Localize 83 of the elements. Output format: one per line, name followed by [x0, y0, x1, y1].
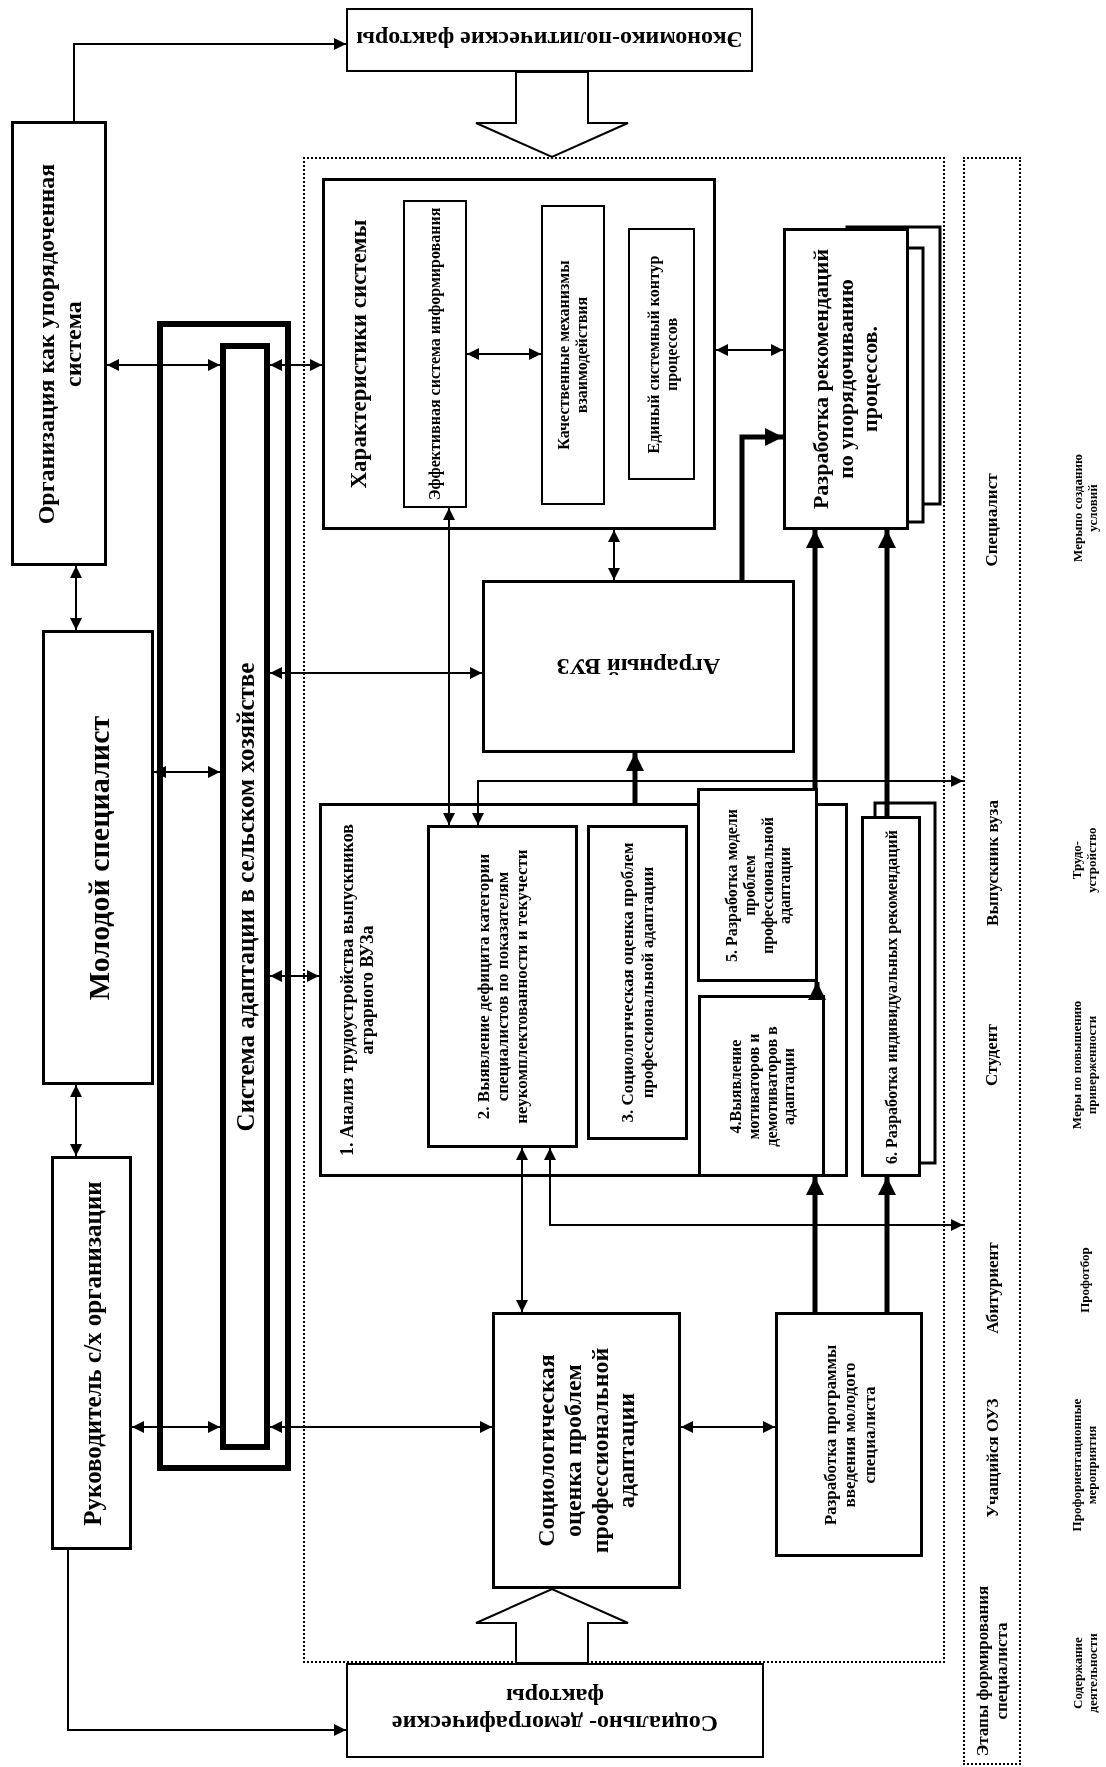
box-label: Эффективная система информирования [426, 207, 444, 501]
box-label: Качественные механизмы взаимодействия [555, 259, 591, 452]
process-box [492, 1312, 681, 1589]
box-label: 4.Выявление мотиваторов и демотиваторов в адаптации [725, 1024, 798, 1149]
box-label: Система адаптации в сельском хозяйстве [231, 662, 259, 1131]
system-boundary [303, 157, 945, 1663]
double-arrow [70, 565, 82, 631]
box-label: Руководитель с/х организации [77, 1180, 106, 1526]
step-box [587, 825, 688, 1140]
box-label: 6. Разработка индивидуальных рекомендаций [882, 829, 900, 1164]
measure-label: Профотбор [1077, 1247, 1093, 1313]
arrow [806, 530, 824, 788]
factor-box [346, 8, 753, 72]
measure-label: Профориентационные мероприятия [1070, 1397, 1100, 1534]
entity-box [42, 630, 154, 1085]
double-arrow [70, 1084, 82, 1157]
arrow [73, 38, 347, 122]
arrow [878, 530, 896, 816]
stage-label: Студент [982, 1024, 1002, 1086]
arrow [626, 753, 644, 803]
double-arrow [516, 1147, 528, 1313]
measure-label: Мерыпо созданию условий [1070, 452, 1100, 564]
factor-box [346, 1663, 764, 1758]
double-arrow [269, 667, 483, 679]
stage-column [963, 157, 1021, 1765]
block-arrow [475, 1587, 629, 1664]
stage-label: Специалист [982, 473, 1002, 567]
box-label: 1. Анализ трудоустройства выпускников аграрного ВУЗа [336, 823, 378, 1158]
arrow [878, 1177, 896, 1312]
entity-box [51, 1156, 132, 1550]
double-arrow [131, 1421, 221, 1433]
double-arrow [472, 775, 964, 826]
institution-box [482, 580, 795, 753]
step-box [427, 825, 578, 1148]
arrow [67, 1549, 347, 1736]
measure-label: Содержание деятельности [1070, 1631, 1100, 1715]
box-label: Разработка программы введения молодого специалиста [820, 1343, 878, 1527]
box-label: Организация как упорядоченная система [32, 162, 86, 526]
box-label: 5. Разработка модели проблем профессиональной адаптации [721, 807, 794, 964]
step-box [698, 995, 825, 1177]
group-box [322, 178, 716, 530]
box-label: Молодой специалист [81, 715, 115, 1000]
double-arrow [608, 529, 620, 581]
double-arrow [544, 1147, 964, 1231]
stage-label: Абитуриент [982, 1241, 1002, 1334]
double-arrow [269, 970, 320, 982]
double-arrow [153, 766, 221, 778]
process-box [775, 1312, 923, 1557]
entity-box [11, 121, 107, 566]
thick-frame [157, 321, 291, 1471]
group-box [319, 803, 848, 1177]
double-arrow [680, 1421, 776, 1433]
box-label: Аграрный ВУЗ [556, 653, 721, 680]
box-label: Единый системный контур процессов [643, 254, 680, 456]
feature-box [403, 200, 467, 508]
box-label: Социологическая оценка проблем профессиональной адаптации [532, 1346, 641, 1556]
box-label: Экономико-политические факторы [356, 26, 743, 54]
arrow [806, 1177, 824, 1312]
stage-label: Выпускник вуза [982, 799, 1002, 926]
double-arrow [106, 359, 221, 371]
double-arrow [269, 359, 323, 371]
box-label: 2. Выявление дефицита категории специалистов по показателям неукомплектованности и текучести [473, 848, 532, 1126]
stage-label: Этапы формирования специалиста [972, 1584, 1012, 1759]
box-label: Характеристики системы [346, 219, 372, 489]
arrow [808, 982, 826, 1000]
step-box [861, 816, 921, 1177]
arrow [739, 428, 783, 580]
block-arrow [475, 71, 629, 159]
step-box [697, 788, 818, 982]
box-label: Разработка рекомендаций по упорядочиванию процессов. [809, 247, 883, 512]
double-arrow [715, 344, 784, 356]
box-label: 3. Социологическая оценка проблем профессиональной адаптации [618, 841, 657, 1125]
feature-box [628, 228, 695, 480]
document-box [783, 228, 909, 530]
feature-box [541, 205, 605, 505]
system-bar [220, 343, 270, 1450]
double-arrow [443, 507, 455, 826]
double-arrow [269, 1421, 493, 1433]
double-arrow [466, 348, 542, 360]
measure-label: Трудо- устройство [1070, 826, 1100, 895]
measure-label: Меры по повышению приверженности [1070, 999, 1100, 1132]
stage-label: Учащийся ОУЗ [982, 1398, 1002, 1517]
box-label: Социально- демографические факторы [390, 1683, 720, 1738]
